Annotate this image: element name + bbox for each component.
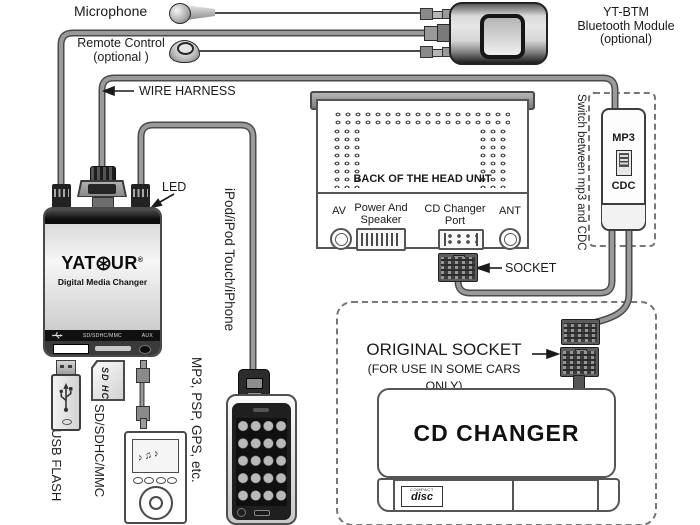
iphone-screen (236, 418, 287, 506)
speaker-hole (237, 508, 246, 517)
remote-control-label: Remote Control (optional ) (77, 36, 165, 64)
socket-label: SOCKET (505, 261, 557, 275)
compact-disc-logo: COMPACT disc (401, 486, 443, 507)
vent-holes-left (333, 128, 360, 188)
vent-holes-top (334, 111, 510, 128)
ant-label: ANT (499, 205, 521, 217)
panel-divider (318, 192, 527, 194)
av-port (330, 228, 352, 250)
band-aux-label: AUX (141, 332, 153, 339)
led-arrow (159, 193, 175, 203)
player-screen: ♪♫♪ (132, 439, 179, 473)
vent-holes-right (479, 128, 507, 188)
switch-dashed-zone (588, 92, 656, 247)
microphone-label: Microphone (74, 3, 148, 19)
music-notes: ♪♫♪ (136, 447, 162, 464)
bluetooth-module (449, 2, 548, 65)
microphone-plug (420, 8, 443, 20)
ipod-cable (139, 123, 255, 380)
sd-card-logo: SD HC (100, 367, 110, 401)
usb-icon (52, 332, 63, 339)
harness-plug (424, 26, 438, 41)
device-port-right (131, 184, 150, 208)
harness-end-connector (561, 319, 600, 345)
device-top-band (45, 209, 160, 224)
microphone-icon (186, 5, 215, 20)
switch-slider (616, 150, 632, 176)
power-speaker-label: Power And Speaker (354, 202, 408, 226)
device-port-left (52, 184, 71, 208)
iphone (226, 394, 297, 525)
earpiece (253, 408, 269, 412)
cd-changer: CD CHANGER (377, 388, 616, 478)
head-unit-title: BACK OF THE HEAD UNIT (353, 173, 492, 185)
power-speaker-connector (356, 228, 406, 251)
sd-cards-label: SD/SDHC/MMC (92, 404, 107, 498)
ipod-label: iPod/iPod Touch/iPhone (222, 188, 237, 332)
usb-flash-label: USB FLASH (49, 429, 64, 502)
usb-slot (53, 344, 89, 354)
led-label: LED (162, 180, 187, 194)
player-wheel (139, 486, 173, 520)
device-subtitle: Digital Media Changer (57, 277, 148, 287)
aux-jack (139, 345, 151, 354)
iphone-front (232, 403, 291, 520)
cd-changer-port-label: CD Changer Port (424, 203, 486, 227)
mp3-player: ♪♫♪ (124, 431, 187, 524)
jack-body-top (136, 368, 150, 383)
tray-drawer: COMPACT disc (393, 479, 599, 512)
switch-mp3-label: MP3 (612, 132, 635, 144)
mp3-devices-label: MP3, PSP, GPS, etc. (189, 357, 204, 483)
mp3-cdc-switch: MP3 CDC (601, 108, 646, 231)
band-sd-label: SD/SDHC/MMC (82, 332, 122, 339)
usb-icon (59, 383, 73, 412)
original-socket-connector (560, 347, 599, 377)
device-face (45, 224, 160, 330)
microphone-icon-head (169, 3, 191, 24)
bluetooth-module-label: YT-BTM Bluetooth Module (optional) (577, 5, 675, 46)
av-label: AV (332, 205, 346, 217)
socket-connector (438, 253, 478, 282)
cd-changer-port-connector (438, 229, 484, 250)
switch-note-label: Switch between mp3 and CDC (optional) (575, 93, 623, 251)
player-buttons (133, 477, 177, 484)
sd-slot (95, 346, 131, 351)
remote-plug (420, 46, 443, 58)
original-socket-label: ORIGINAL SOCKET (FOR USE IN SOME CARS ON… (366, 340, 522, 394)
module-button (480, 14, 525, 59)
usb-flash-drive (51, 374, 81, 431)
device-label-band: SD/SDHC/MMC AUX (45, 330, 160, 341)
module-cable (59, 31, 428, 194)
gear-icon (96, 256, 111, 271)
switch-cdc-label: CDC (611, 180, 636, 192)
jack-tip-bottom (140, 418, 147, 429)
head-unit: BACK OF THE HEAD UNIT AV Power And Speak… (316, 99, 529, 251)
cd-changer-title: CD CHANGER (413, 419, 580, 446)
cd-changer-tray: COMPACT disc (377, 478, 620, 512)
device-slot-panel (45, 341, 160, 355)
wire-harness-label: WIRE HARNESS (139, 84, 236, 98)
wire-harness-cable (100, 76, 617, 174)
home-button (254, 510, 270, 516)
socket-cable (456, 224, 614, 295)
ant-port (499, 228, 521, 250)
drive-indicator (62, 419, 72, 425)
sd-card: SD HC (91, 360, 125, 401)
remote-control-icon (169, 40, 200, 63)
db-connector (77, 163, 127, 211)
